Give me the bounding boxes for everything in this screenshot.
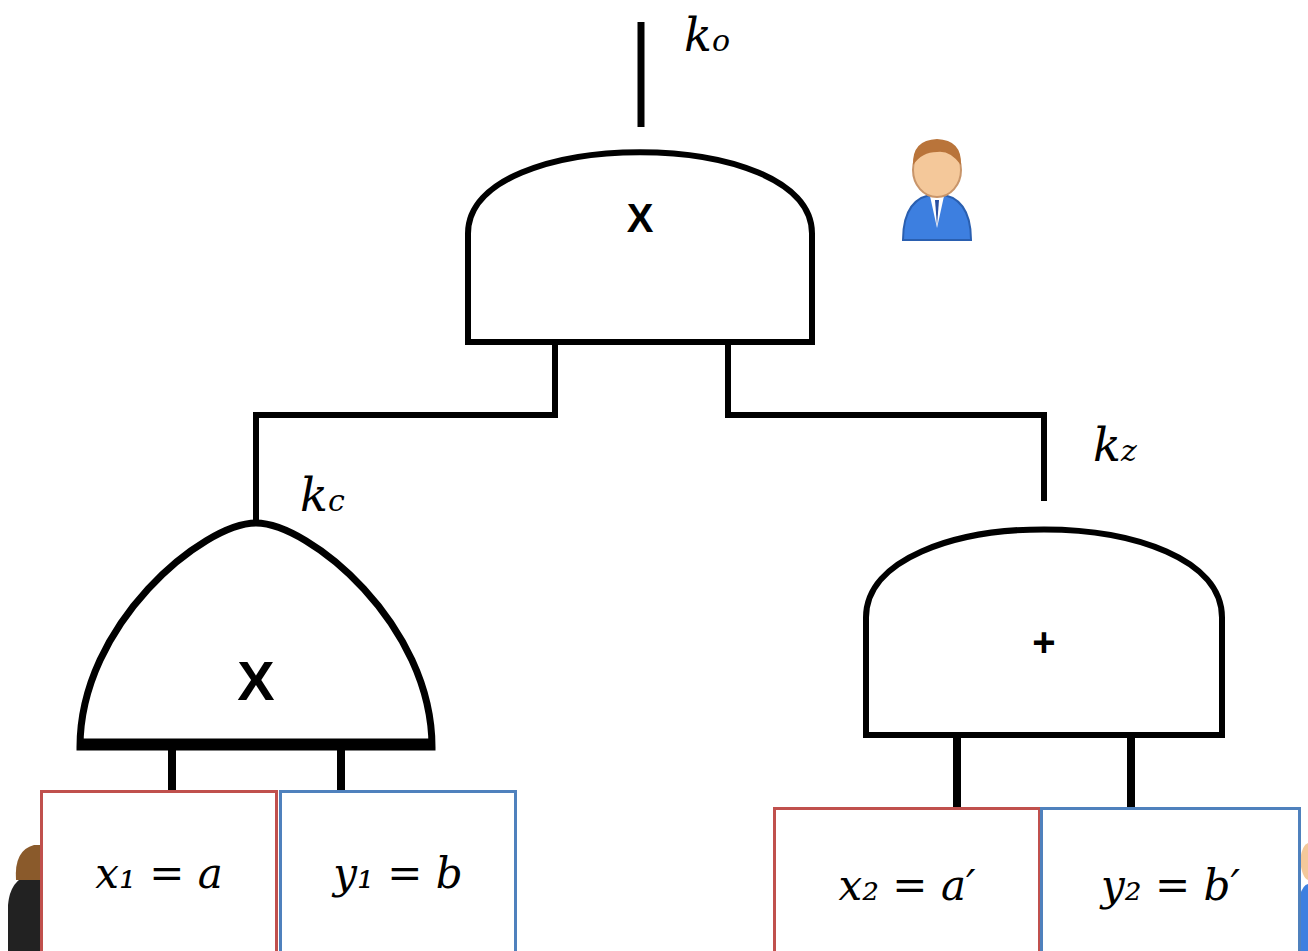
gate: X — [468, 125, 812, 342]
gate-symbol: X — [237, 648, 274, 713]
input-box: x₁ = a — [40, 790, 278, 951]
person-icon — [8, 845, 42, 951]
gate: X — [80, 523, 432, 747]
input-value: y₂ = b′ — [1101, 861, 1240, 910]
wire-key-label: ko — [684, 8, 730, 62]
person-icon — [1300, 843, 1308, 951]
wire — [168, 747, 176, 790]
wire — [1127, 735, 1135, 807]
input-box: x₂ = a′ — [773, 807, 1041, 951]
wire — [256, 340, 555, 524]
gate-outline — [866, 500, 1222, 735]
gate-symbol: + — [1032, 620, 1055, 665]
input-box: y₂ = b′ — [1040, 807, 1301, 951]
gate-outline — [80, 523, 432, 747]
wire — [337, 747, 345, 790]
wire-key-label: kz — [1093, 418, 1137, 472]
gate: + — [866, 500, 1222, 735]
output-wire — [638, 22, 645, 127]
wire-key-label: kc — [300, 468, 345, 522]
input-value: x₁ = a — [95, 849, 222, 898]
input-value: x₂ = a′ — [839, 861, 976, 910]
input-box: y₁ = b — [279, 790, 517, 951]
input-value: y₁ = b — [333, 849, 462, 898]
wire — [728, 340, 1044, 501]
person-icon — [903, 139, 971, 240]
gate-symbol: X — [627, 196, 654, 241]
wire — [953, 735, 961, 807]
